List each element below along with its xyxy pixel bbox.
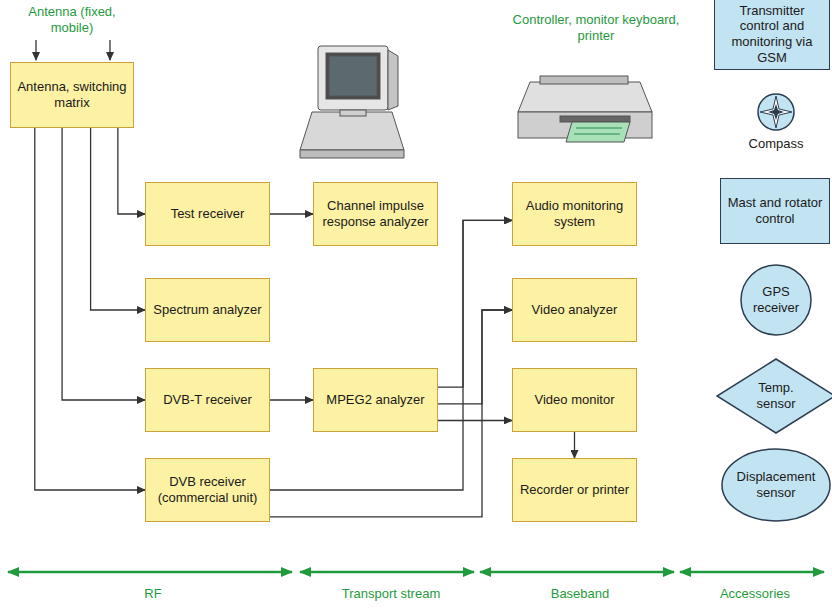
process-box: DVB-T receiver	[145, 368, 270, 432]
process-box: Video analyzer	[512, 278, 637, 342]
node-text: Test receiver	[171, 206, 245, 222]
process-box: Audio monitoring system	[512, 182, 637, 246]
signal-connector	[35, 128, 145, 490]
sensor-ellipse: Displacement sensor	[721, 448, 831, 522]
node-text: Transmitter control and monitoring via G…	[721, 3, 823, 65]
text-label: Antenna (fixed, mobile)	[7, 4, 137, 35]
node-text: MPEG2 analyzer	[326, 392, 424, 408]
node-text: DVB receiver (commercial unit)	[152, 474, 263, 505]
process-box: Channel impulse response analyzer	[313, 182, 438, 246]
accessory-box: Transmitter control and monitoring via G…	[714, 0, 830, 70]
node-text: DVB-T receiver	[163, 392, 252, 408]
process-box: Test receiver	[145, 182, 270, 246]
signal-connector	[270, 220, 512, 490]
signal-connector	[270, 213, 313, 214]
text-label: Accessories	[697, 586, 813, 602]
node-text: Video analyzer	[532, 302, 618, 318]
computer-illustration	[300, 46, 404, 158]
process-box: Video monitor	[512, 368, 637, 432]
shape-fill	[717, 359, 832, 433]
signal-connector	[574, 432, 575, 458]
node-text: Video monitor	[535, 392, 615, 408]
node-text: Channel impulse response analyzer	[320, 198, 431, 229]
signal-connector	[270, 310, 512, 517]
shape-fill	[722, 449, 830, 521]
node-text: Recorder or printer	[520, 482, 629, 498]
signal-connector	[438, 420, 512, 421]
signal-connector	[438, 220, 512, 387]
accessory-box: Mast and rotator control	[720, 178, 830, 244]
signal-connector	[91, 128, 145, 310]
process-box: Antenna, switching matrix	[10, 62, 134, 128]
band-arrows	[8, 571, 824, 574]
node-text: Displacement sensor	[725, 469, 827, 500]
antenna-input-arrows	[36, 40, 110, 60]
signal-connector	[270, 399, 313, 400]
signal-connector	[62, 128, 145, 400]
node-text: Audio monitoring system	[519, 198, 630, 229]
node-text: Temp. sensor	[740, 380, 812, 411]
compass-icon	[758, 94, 794, 130]
shape-fill	[741, 265, 811, 335]
node-text: Spectrum analyzer	[153, 302, 261, 318]
text-label: Controller, monitor keyboard, printer	[506, 12, 686, 43]
sensor-diamond: Temp. sensor	[716, 358, 832, 434]
node-text: Mast and rotator control	[727, 195, 823, 226]
node-text: GPS receiver	[744, 284, 808, 315]
signal-connector	[438, 310, 512, 404]
text-label: RF	[120, 586, 186, 602]
node-text: Antenna, switching matrix	[17, 79, 127, 110]
text-label: Compass	[731, 136, 821, 152]
process-box: Spectrum analyzer	[145, 278, 270, 342]
printer-illustration	[518, 76, 652, 142]
accessory-circle: GPS receiver	[740, 264, 812, 336]
process-box: Recorder or printer	[512, 458, 637, 522]
text-label: Transport stream	[323, 586, 459, 602]
process-box: MPEG2 analyzer	[313, 368, 438, 432]
signal-connector	[118, 128, 145, 214]
process-box: DVB receiver (commercial unit)	[145, 458, 270, 522]
text-label: Baseband	[527, 586, 633, 602]
